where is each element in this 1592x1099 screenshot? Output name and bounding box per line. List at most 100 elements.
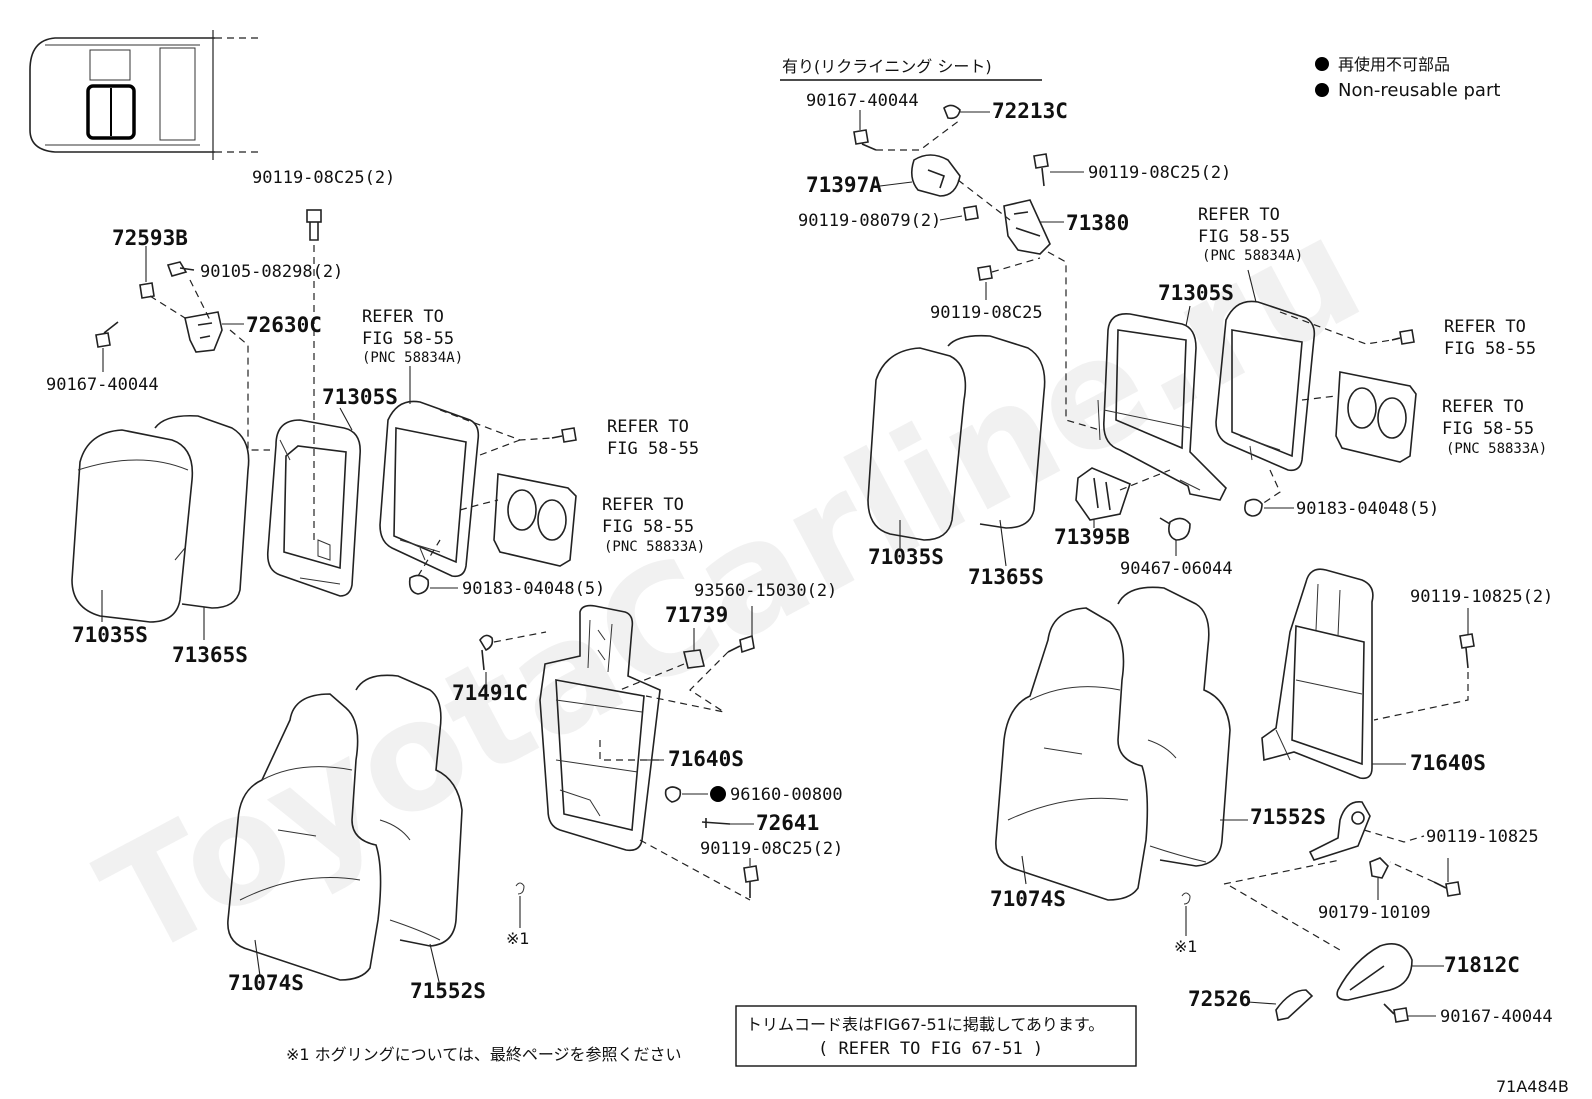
- hog-ring-icon: [1181, 892, 1191, 905]
- label-96160-00800: 96160-00800: [730, 785, 843, 805]
- hook-icon: [479, 634, 494, 671]
- refer-label: (PNC 58833A): [604, 539, 705, 555]
- refer-label: FIG 58-55: [362, 329, 454, 349]
- ring-icon: [664, 786, 682, 803]
- label-90167-40044: 90167-40044: [1440, 1007, 1553, 1027]
- label-90467-06044: 90467-06044: [1120, 559, 1233, 579]
- bolt-icon: [1383, 1003, 1409, 1023]
- label-71552s: 71552S: [1250, 805, 1326, 829]
- label-90183-04048-5: 90183-04048(5): [1296, 499, 1439, 519]
- label-90167-40044: 90167-40044: [806, 91, 919, 111]
- non-reusable-marker: [710, 786, 726, 802]
- label-71035s: 71035S: [72, 623, 148, 647]
- label-71365s: 71365S: [172, 643, 248, 667]
- bolt-icon: [1033, 153, 1049, 187]
- pin-icon: [701, 818, 731, 828]
- refer-label: FIG 58-55: [1198, 227, 1290, 247]
- refer-label: (PNC 58834A): [1202, 248, 1303, 264]
- bolt-icon: [166, 261, 195, 277]
- label-90119-08c25-2: 90119-08C25(2): [700, 839, 843, 859]
- label-71035s: 71035S: [868, 545, 944, 569]
- recliner-heading: 有り(リクライニング シート): [782, 57, 992, 76]
- label-71397a: 71397A: [806, 173, 882, 197]
- bolt-icon: [743, 865, 759, 898]
- refer-label: (PNC 58834A): [362, 350, 463, 366]
- cushion-71365s: [947, 334, 1046, 529]
- refer-label: FIG 58-55: [1444, 339, 1536, 359]
- refer-label: REFER TO: [602, 495, 684, 515]
- label-71739: 71739: [665, 603, 728, 627]
- label-90119-08079-2: 90119-08079(2): [798, 211, 941, 231]
- bolt-icon: [1391, 329, 1415, 345]
- cushion-71074s: [995, 607, 1149, 901]
- seatback-panel: [1215, 300, 1316, 472]
- cap-icon: [683, 649, 705, 669]
- cover-72526: [1275, 989, 1314, 1021]
- lever-cover-71812c: [1336, 943, 1413, 1001]
- legend-en: Non-reusable part: [1338, 80, 1500, 101]
- label-90119-08c25-2: 90119-08C25(2): [252, 168, 395, 188]
- highlighted-seat-icon: [86, 84, 136, 140]
- label-71640s: 71640S: [1410, 751, 1486, 775]
- note-ref-1: ※1: [1174, 937, 1198, 956]
- cushion-71552s: [1117, 586, 1231, 867]
- hog-ring-footnote: ※1 ホグリングについては、最終ページを参照ください: [286, 1045, 682, 1064]
- trim-code-line1: トリムコード表はFIG67-51に掲載してあります。: [746, 1015, 1104, 1034]
- bracket-icon: [184, 311, 223, 353]
- refer-label: REFER TO: [607, 417, 689, 437]
- label-71552s: 71552S: [410, 979, 486, 1003]
- note-ref-1: ※1: [506, 929, 530, 948]
- label-90119-08c25: 90119-08C25: [930, 303, 1043, 323]
- frame-71305s: [266, 419, 361, 597]
- label-71640s: 71640S: [668, 747, 744, 771]
- bolt-icon: [1459, 633, 1475, 669]
- label-71491c: 71491C: [452, 681, 528, 705]
- seatback-panel: [379, 400, 480, 578]
- bolt-icon: [306, 209, 322, 241]
- vehicle-key-illustration: [29, 30, 260, 160]
- label-90183-04048-5: 90183-04048(5): [462, 579, 605, 599]
- frame-71305s: [1103, 313, 1227, 501]
- button-clip-icon: [1159, 517, 1191, 541]
- label-90119-10825: 90119-10825: [1426, 827, 1539, 847]
- cap-icon: [943, 104, 961, 120]
- non-reusable-marker: [1315, 83, 1329, 97]
- refer-label: REFER TO: [362, 307, 444, 327]
- frame-71640s: [539, 604, 661, 852]
- clip-icon: [408, 574, 430, 595]
- label-72593b: 72593B: [112, 226, 188, 250]
- refer-label: FIG 58-55: [607, 439, 699, 459]
- label-90105-08298-2: 90105-08298(2): [200, 262, 343, 282]
- cover-71397a: [910, 154, 961, 197]
- clip-icon: [1244, 498, 1263, 517]
- frame-71640s: [1261, 568, 1374, 780]
- bolt-icon: [853, 129, 877, 151]
- label-72641: 72641: [756, 811, 819, 835]
- label-90119-10825-2: 90119-10825(2): [1410, 587, 1553, 607]
- bolt-icon: [551, 427, 577, 443]
- recliner-mechanism: [1308, 801, 1371, 861]
- trim-code-box: [735, 1005, 1137, 1067]
- trim-panel: [1335, 371, 1417, 463]
- label-72526: 72526: [1188, 987, 1251, 1011]
- label-71305s: 71305S: [1158, 281, 1234, 305]
- cushion-71035s: [867, 347, 967, 541]
- refer-label: REFER TO: [1198, 205, 1280, 225]
- cushion-71074s: [227, 693, 382, 981]
- nut-icon: [1369, 857, 1389, 879]
- label-71395b: 71395B: [1054, 525, 1130, 549]
- refer-label: FIG 58-55: [602, 517, 694, 537]
- label-71305s: 71305S: [322, 385, 398, 409]
- cushion-71552s: [355, 674, 463, 947]
- cushion-71365s: [154, 414, 250, 609]
- label-71074s: 71074S: [990, 887, 1066, 911]
- label-71365s: 71365S: [968, 565, 1044, 589]
- refer-label: REFER TO: [1442, 397, 1524, 417]
- legend-jp: 再使用不可部品: [1338, 55, 1450, 74]
- bolt-icon: [1433, 881, 1461, 897]
- label-72630c: 72630C: [246, 313, 322, 337]
- label-90119-08c25-2: 90119-08C25(2): [1088, 163, 1231, 183]
- bracket-71380: [1003, 199, 1051, 255]
- refer-label: REFER TO: [1444, 317, 1526, 337]
- label-72213c: 72213C: [992, 99, 1068, 123]
